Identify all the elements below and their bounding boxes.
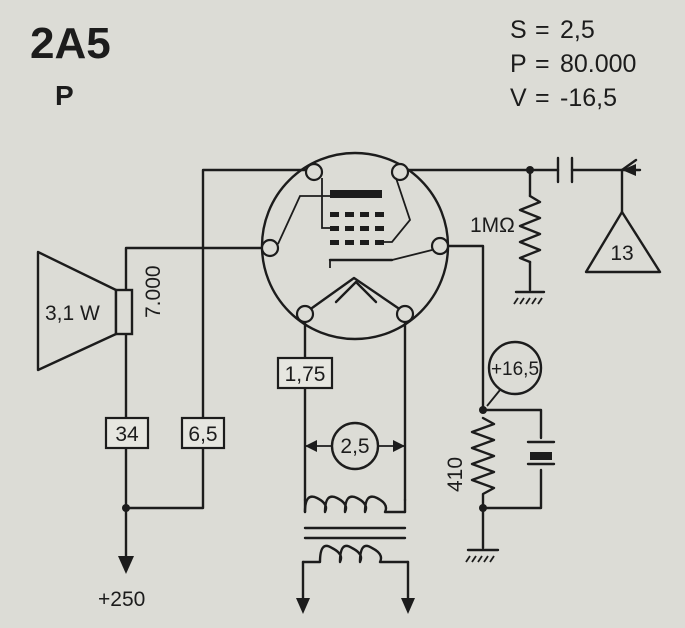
loudspeaker: 3,1 W 7.000 (36, 250, 165, 372)
tube-pin (390, 162, 410, 182)
spec-p-symbol: P (510, 50, 527, 78)
supply-voltage-label: +250 (98, 588, 145, 611)
bias-indicator: +16,5 (486, 340, 543, 407)
wires (124, 158, 642, 562)
bias-pointer (486, 389, 501, 407)
supply-arrow-icon (118, 556, 134, 574)
ground-symbol-cathode (465, 548, 500, 563)
junction-dot (479, 406, 487, 414)
grid-resistor: 1MΩ (470, 194, 542, 264)
spec-v-symbol: V (510, 84, 527, 112)
ground-symbol-grid (513, 290, 546, 305)
tube-filament (310, 276, 400, 310)
secondary-coil (303, 495, 407, 514)
tube-cathode-lead (391, 249, 433, 261)
arrow-down-icon (296, 598, 310, 614)
input-arrow-icon (622, 164, 636, 176)
tube-pin (430, 236, 450, 256)
junction-dot (122, 504, 130, 512)
wire-screen-rail (201, 168, 316, 450)
spec-v-value: -16,5 (560, 84, 617, 112)
arrow-right-icon (393, 440, 405, 452)
spec-s-row: S = 2,5 (510, 16, 595, 44)
speaker-power-label: 3,1 W (45, 302, 100, 325)
tube-pin (395, 304, 415, 324)
wire-supply-join (124, 446, 205, 510)
cathode-resistor-label: 410 (444, 457, 467, 492)
tube-class-label: P (55, 80, 74, 111)
input-stage-triangle (584, 210, 662, 274)
spec-p-row: P = 80.000 (510, 50, 636, 78)
tube-grid-lead (384, 177, 412, 243)
box-6-5: 6,5 (180, 416, 226, 450)
grid-resistor-label: 1MΩ (470, 214, 515, 237)
input-stage-label: 13 (610, 242, 633, 265)
tube-screen-lead (321, 178, 330, 229)
tube-type-label: 2A5 (30, 19, 111, 68)
wire-bypass-top (481, 408, 543, 440)
spec-s-value: 2,5 (560, 16, 595, 44)
tube-grids (330, 212, 384, 245)
spec-p-sep: = (535, 50, 550, 78)
spec-s-sep: = (535, 16, 550, 44)
box-34: 34 (104, 416, 150, 450)
spec-v-row: V = -16,5 (510, 84, 617, 112)
cathode-resistor: 410 (444, 416, 496, 510)
bias-voltage-label: +16,5 (491, 359, 539, 380)
arrow-left-icon (305, 440, 317, 452)
arrow-down-icon (401, 598, 415, 614)
heater-voltage-indicator: 2,5 (305, 421, 405, 471)
box-1-75: 1,75 (276, 356, 334, 390)
wire-bypass-bottom (481, 468, 543, 510)
tube-pin (304, 162, 324, 182)
tube-filament-inner (334, 280, 378, 304)
wire-input-tick (620, 158, 638, 172)
heater-voltage-label: 2,5 (340, 435, 369, 458)
spec-p-value: 80.000 (560, 50, 636, 78)
tube-envelope (260, 151, 450, 341)
tube-plate-lead (277, 195, 330, 245)
primary-coil (301, 544, 410, 564)
spec-v-sep: = (535, 84, 550, 112)
wire-plate-to-transformer (124, 246, 270, 298)
transformer-impedance-label: 7.000 (142, 265, 165, 318)
coupling-capacitor (556, 156, 574, 184)
wire-cathode (438, 244, 485, 412)
input-stage: 13 (584, 164, 662, 274)
spec-s-symbol: S (510, 16, 527, 44)
junction-dot (526, 166, 534, 174)
box-6-5-label: 6,5 (188, 423, 217, 446)
tube-pin (260, 238, 280, 258)
cathode-bypass-capacitor (526, 440, 556, 466)
heater-transformer (296, 495, 415, 614)
box-34-label: 34 (115, 423, 139, 446)
tube-plate (330, 190, 382, 198)
output-transformer (114, 288, 134, 336)
tube-pin (295, 304, 315, 324)
box-1-75-label: 1,75 (285, 363, 326, 386)
tube-circle (260, 151, 450, 341)
